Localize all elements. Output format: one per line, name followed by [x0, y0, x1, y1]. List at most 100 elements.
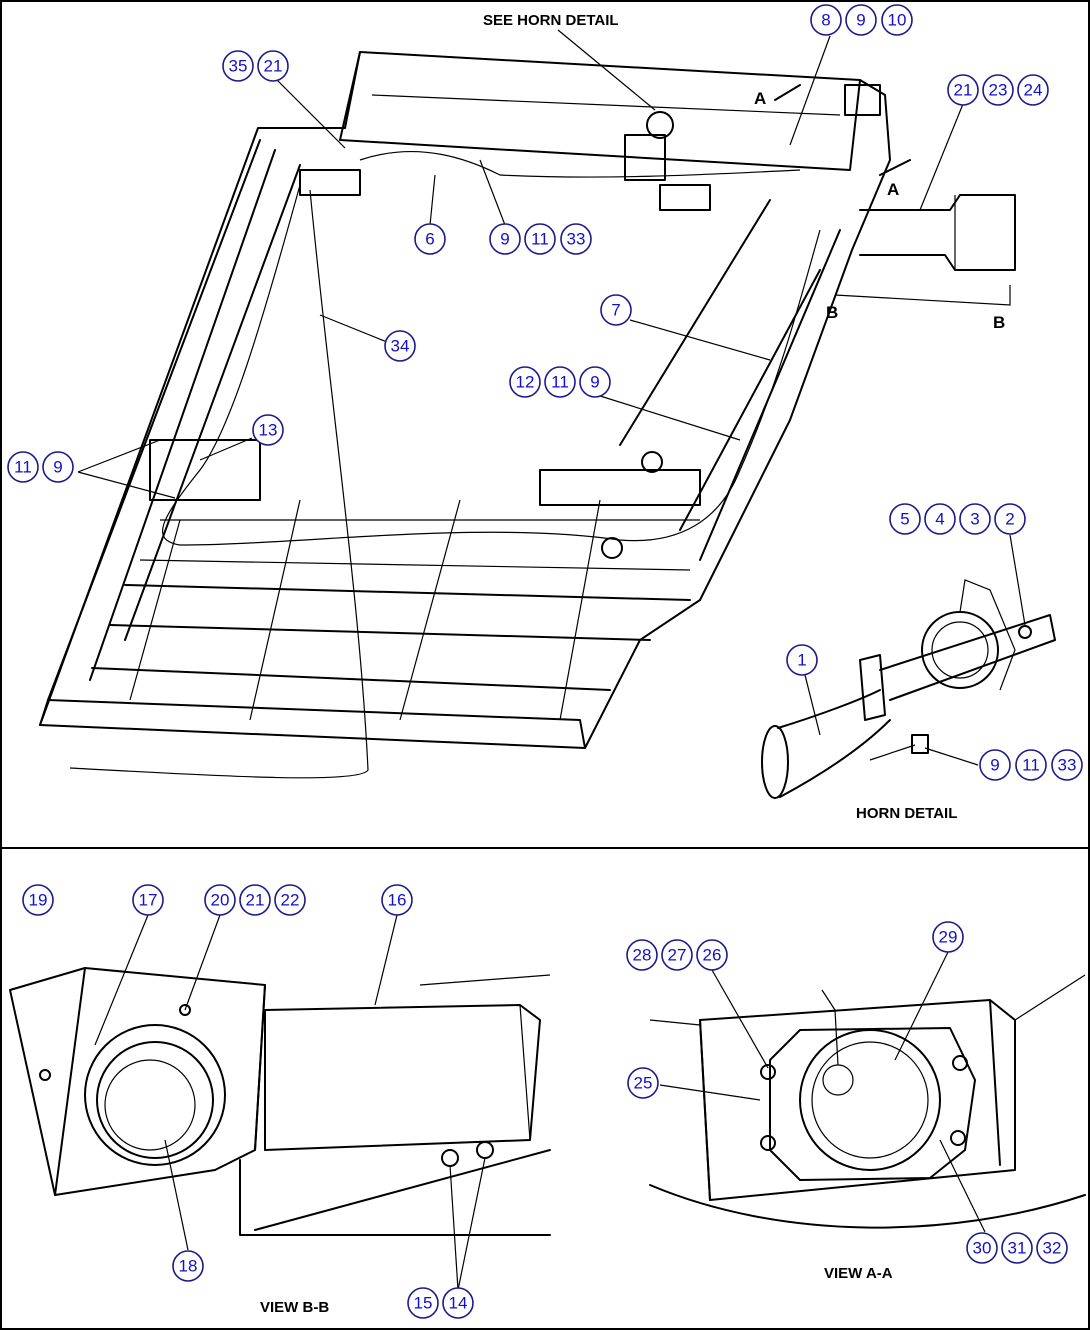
svg-text:22: 22 — [281, 891, 300, 910]
callout-bubble: 19 — [22, 884, 54, 916]
callout-bubble: 33 — [1051, 749, 1083, 781]
callout-bubble: 33 — [560, 223, 592, 255]
see-horn-detail-label: SEE HORN DETAIL — [483, 12, 619, 29]
section-b-marker: B — [826, 303, 838, 322]
callout-bubble: 9 — [845, 4, 877, 36]
view-aa-label: VIEW A-A — [824, 1265, 893, 1282]
section-b-marker: B — [993, 313, 1005, 332]
svg-text:33: 33 — [567, 230, 586, 249]
callout-bubble: 21 — [239, 884, 271, 916]
callout-bubble: 23 — [982, 74, 1014, 106]
callout-bubble: 5 — [889, 503, 921, 535]
callout-bubble: 1 — [786, 644, 818, 676]
callout-bubble: 11 — [524, 223, 556, 255]
callout-bubble: 18 — [172, 1250, 204, 1282]
callout-bubble: 9 — [579, 366, 611, 398]
cab-frame-drawing — [39, 51, 1016, 779]
svg-text:11: 11 — [551, 373, 569, 392]
svg-text:10: 10 — [888, 11, 907, 30]
svg-text:9: 9 — [590, 373, 599, 392]
view-bb-drawing — [9, 967, 551, 1236]
callout-bubble: 14 — [442, 1287, 474, 1319]
horn-detail-drawing — [761, 579, 1056, 799]
callout-bubble: 15 — [407, 1287, 439, 1319]
svg-text:3: 3 — [970, 510, 979, 529]
callout-bubble: 9 — [489, 223, 521, 255]
callout-bubble: 8 — [810, 4, 842, 36]
callout-bubble: 29 — [932, 921, 964, 953]
callout-bubble: 35 — [222, 50, 254, 82]
callout-bubble: 27 — [661, 939, 693, 971]
callout-bubble: 20 — [204, 884, 236, 916]
callout-bubble: 9 — [979, 749, 1011, 781]
svg-text:30: 30 — [973, 1239, 992, 1258]
svg-text:14: 14 — [449, 1294, 468, 1313]
callout-bubble: 9 — [42, 451, 74, 483]
svg-text:13: 13 — [259, 421, 278, 440]
svg-text:32: 32 — [1043, 1239, 1062, 1258]
callout-bubble: 11 — [7, 451, 39, 483]
callout-bubble: 2 — [994, 503, 1026, 535]
svg-text:12: 12 — [516, 373, 535, 392]
svg-text:25: 25 — [634, 1074, 653, 1093]
callout-bubble: 11 — [1015, 749, 1047, 781]
svg-text:18: 18 — [179, 1257, 198, 1276]
svg-text:16: 16 — [388, 891, 407, 910]
svg-text:26: 26 — [703, 946, 722, 965]
svg-text:8: 8 — [821, 11, 830, 30]
callout-bubble: 22 — [274, 884, 306, 916]
callout-bubble: 17 — [132, 884, 164, 916]
svg-text:19: 19 — [29, 891, 48, 910]
svg-text:7: 7 — [611, 301, 620, 320]
svg-text:20: 20 — [211, 891, 230, 910]
svg-text:9: 9 — [856, 11, 865, 30]
callout-bubble: 25 — [627, 1067, 659, 1099]
svg-text:15: 15 — [414, 1294, 433, 1313]
callout-bubble: 12 — [509, 366, 541, 398]
svg-text:24: 24 — [1024, 81, 1043, 100]
callout-bubble: 26 — [696, 939, 728, 971]
callout-bubble: 21 — [947, 74, 979, 106]
view-aa-drawing — [649, 974, 1086, 1229]
svg-text:21: 21 — [264, 57, 283, 76]
horn-detail-label: HORN DETAIL — [856, 805, 957, 822]
callout-bubble: 10 — [881, 4, 913, 36]
svg-text:11: 11 — [14, 458, 32, 477]
callout-bubble: 11 — [544, 366, 576, 398]
section-a-marker: A — [754, 89, 766, 108]
svg-text:27: 27 — [668, 946, 687, 965]
callout-bubble: 16 — [381, 884, 413, 916]
svg-text:23: 23 — [989, 81, 1008, 100]
callout-bubble: 3 — [959, 503, 991, 535]
callout-bubble: 32 — [1036, 1232, 1068, 1264]
svg-text:34: 34 — [391, 337, 410, 356]
callout-bubble: 6 — [414, 223, 446, 255]
svg-text:17: 17 — [139, 891, 158, 910]
svg-text:1: 1 — [797, 651, 806, 670]
svg-text:28: 28 — [633, 946, 652, 965]
callout-bubble: 4 — [924, 503, 956, 535]
callout-bubble: 31 — [1001, 1232, 1033, 1264]
callout-bubble: 7 — [600, 294, 632, 326]
svg-text:9: 9 — [990, 756, 999, 775]
svg-text:21: 21 — [246, 891, 265, 910]
svg-text:4: 4 — [935, 510, 944, 529]
svg-text:11: 11 — [1022, 756, 1040, 775]
svg-text:35: 35 — [229, 57, 248, 76]
callout-bubble: 30 — [966, 1232, 998, 1264]
callout-bubble: 34 — [384, 330, 416, 362]
svg-text:6: 6 — [425, 230, 434, 249]
svg-text:31: 31 — [1008, 1239, 1027, 1258]
callout-bubble: 28 — [626, 939, 658, 971]
svg-text:5: 5 — [900, 510, 909, 529]
callout-bubble: 24 — [1017, 74, 1049, 106]
svg-text:9: 9 — [53, 458, 62, 477]
view-bb-label: VIEW B-B — [260, 1299, 329, 1316]
svg-text:9: 9 — [500, 230, 509, 249]
callout-bubble: 21 — [257, 50, 289, 82]
svg-text:2: 2 — [1005, 510, 1014, 529]
svg-text:33: 33 — [1058, 756, 1077, 775]
callout-bubble: 13 — [252, 414, 284, 446]
